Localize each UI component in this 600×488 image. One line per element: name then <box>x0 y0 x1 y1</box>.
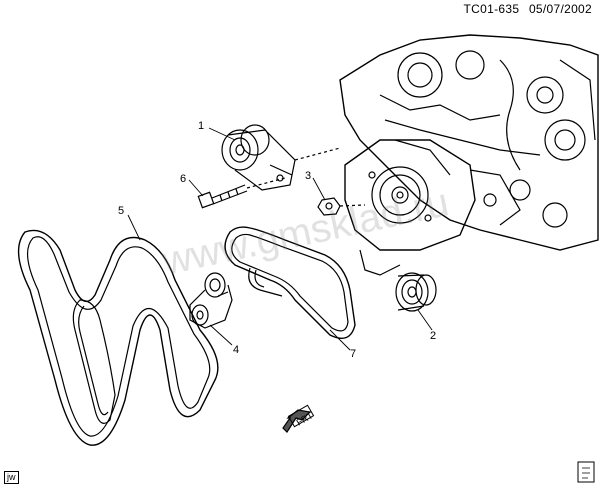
water-pump <box>344 139 476 276</box>
callout-3: 3 <box>305 170 312 182</box>
drive-belt-tensioner <box>221 124 341 191</box>
callout-4: 4 <box>233 344 240 356</box>
front-direction-arrow <box>282 404 315 433</box>
figure-date: 05/07/2002 <box>528 2 592 16</box>
illustrator-initials: jw <box>4 471 19 484</box>
figure-id: TC01-635 <box>463 2 520 16</box>
callout-1: 1 <box>198 120 205 132</box>
figure-header: TC01-635 05/07/2002 <box>464 2 592 16</box>
engine-block <box>339 34 599 251</box>
document-icon <box>577 461 595 483</box>
idler-pulley <box>395 272 437 312</box>
drive-belt-small <box>224 226 356 339</box>
tensioner-bracket <box>189 272 233 329</box>
callout-2: 2 <box>430 330 437 342</box>
callout-6: 6 <box>180 173 187 185</box>
callout-7: 7 <box>350 348 357 360</box>
bolt <box>197 177 286 209</box>
leader-lines <box>127 127 433 351</box>
drive-belt-large <box>17 229 219 446</box>
callout-5: 5 <box>118 205 125 217</box>
nut <box>317 197 366 216</box>
